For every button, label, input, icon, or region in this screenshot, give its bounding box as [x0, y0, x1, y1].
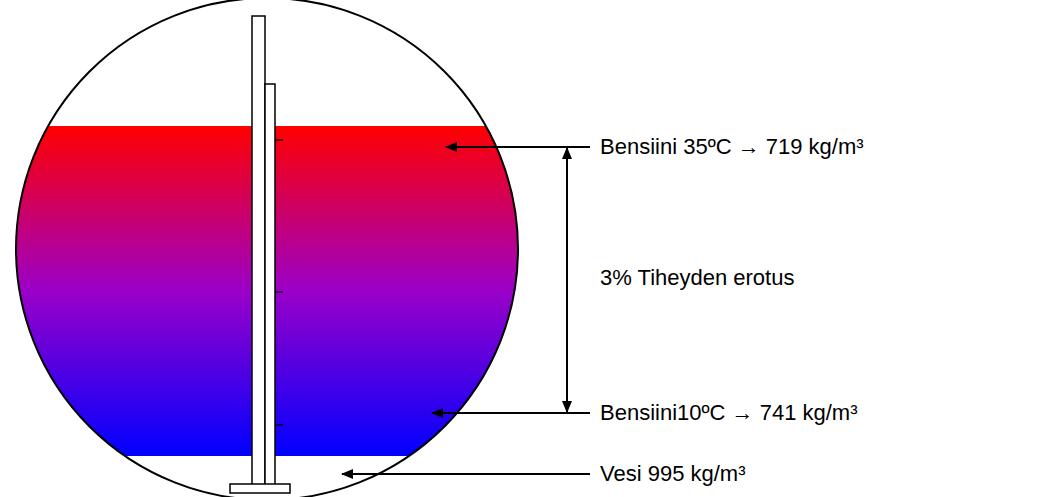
temperature-density-label: Bensiini10ºC → 741 kg/m³ [598, 400, 859, 426]
tube-ticks [275, 140, 283, 425]
water-density-label: Vesi 995 kg/m³ [598, 461, 748, 487]
temperature-density-label: Bensiini 35ºC → 719 kg/m³ [598, 134, 866, 160]
tank-wall [16, 0, 518, 497]
difference-note: 3% Tiheyden erotus [598, 265, 796, 291]
outer-tube [252, 16, 265, 486]
leader-arrows [342, 147, 590, 474]
base-plate [230, 484, 290, 493]
inner-tube [265, 84, 275, 486]
